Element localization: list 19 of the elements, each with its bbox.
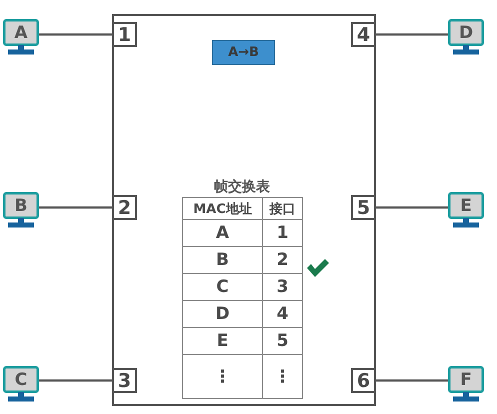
port-box: 6 (351, 368, 376, 393)
table-header: MAC地址 (182, 197, 263, 220)
cable-line (39, 33, 112, 36)
cable-line (376, 379, 448, 382)
table-cell: ⋮ (262, 354, 303, 399)
cable-line (376, 206, 448, 209)
cable-line (39, 206, 112, 209)
table-title: 帧交换表 (213, 178, 271, 196)
frame-box: A→B (212, 40, 275, 65)
port-box: 2 (112, 195, 137, 220)
table-cell: ⋮ (182, 354, 263, 399)
port-box: 3 (112, 368, 137, 393)
table-header: 接口 (262, 197, 303, 220)
switch-box (112, 14, 376, 406)
port-box: 5 (351, 195, 376, 220)
port-box: 4 (351, 22, 376, 47)
cable-line (376, 33, 448, 36)
cable-line (39, 379, 112, 382)
port-box: 1 (112, 22, 137, 47)
